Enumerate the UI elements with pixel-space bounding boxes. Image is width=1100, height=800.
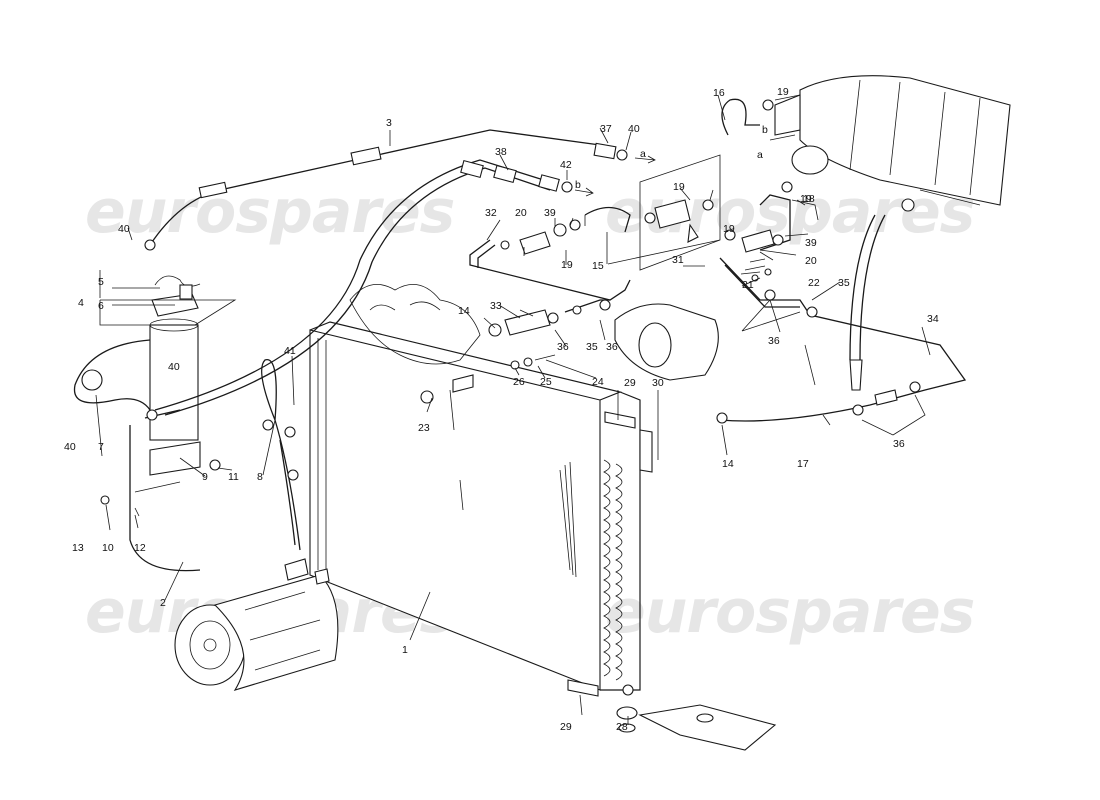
label-34: 34 xyxy=(927,313,939,325)
watermark-top-left: eurospares xyxy=(85,177,454,247)
label-21: 21 xyxy=(742,279,754,291)
thermostat-housing xyxy=(510,303,719,381)
label-39-left: 39 xyxy=(544,207,556,219)
label-14-lower: 14 xyxy=(722,458,734,470)
label-22: 22 xyxy=(808,277,820,289)
label-12: 12 xyxy=(134,542,146,554)
label-25: 25 xyxy=(540,376,552,388)
label-a-right: a xyxy=(757,149,763,161)
label-9: 9 xyxy=(202,471,208,483)
label-36-left: 36 xyxy=(557,341,569,353)
label-19-lower: 19 xyxy=(723,223,735,235)
label-40-left: 40 xyxy=(118,223,130,235)
leader-lines xyxy=(95,94,931,725)
label-35-right: 35 xyxy=(838,277,850,289)
label-20-left: 20 xyxy=(515,207,527,219)
label-36-lower: 36 xyxy=(893,438,905,450)
condenser xyxy=(309,321,653,697)
label-29-lower: 29 xyxy=(560,721,572,733)
label-15: 15 xyxy=(592,260,604,272)
label-17: 17 xyxy=(797,458,809,470)
label-10: 10 xyxy=(102,542,114,554)
label-37: 37 xyxy=(600,123,612,135)
label-19-valve: 19 xyxy=(673,181,685,193)
label-7: 7 xyxy=(98,441,104,453)
label-19-mid: 19 xyxy=(561,259,573,271)
label-5: 5 xyxy=(98,276,104,288)
part-labels: 1 2 3 4 5 6 7 8 9 10 11 12 13 14 14 15 1… xyxy=(64,86,939,733)
label-36-right: 36 xyxy=(768,335,780,347)
label-4: 4 xyxy=(78,297,84,309)
label-16: 16 xyxy=(713,87,725,99)
engine-outline xyxy=(349,283,481,365)
label-42: 42 xyxy=(560,159,572,171)
line-3 xyxy=(144,129,601,251)
label-32: 32 xyxy=(485,207,497,219)
label-19-right: 19 xyxy=(800,193,812,205)
suction-hose xyxy=(154,159,573,416)
label-33: 33 xyxy=(490,300,502,312)
water-valve-assembly xyxy=(500,94,801,271)
label-18: 18 xyxy=(803,193,815,205)
watermark-bottom-right: eurospares xyxy=(605,577,974,647)
label-a-top: a xyxy=(640,148,646,160)
label-b-right: b xyxy=(762,124,768,136)
label-40-top: 40 xyxy=(628,123,640,135)
label-31: 31 xyxy=(672,254,684,266)
label-35-left: 35 xyxy=(586,341,598,353)
water-pipe-32 xyxy=(469,239,631,337)
mount-bracket xyxy=(616,704,777,751)
label-14-upper: 14 xyxy=(458,305,470,317)
label-6: 6 xyxy=(98,300,104,312)
label-40-lower: 40 xyxy=(64,441,76,453)
label-39-right: 39 xyxy=(805,237,817,249)
label-23: 23 xyxy=(418,422,430,434)
label-1: 1 xyxy=(402,644,408,656)
label-2: 2 xyxy=(160,597,166,609)
label-28: 28 xyxy=(616,721,628,733)
label-20-right: 20 xyxy=(805,255,817,267)
label-30: 30 xyxy=(652,377,664,389)
label-13: 13 xyxy=(72,542,84,554)
label-26: 26 xyxy=(513,376,525,388)
label-24: 24 xyxy=(592,376,604,388)
label-3: 3 xyxy=(386,117,392,129)
label-36-mid: 36 xyxy=(606,341,618,353)
label-11: 11 xyxy=(228,471,239,483)
hose-discharge xyxy=(261,359,301,551)
compressor xyxy=(174,558,339,691)
evaporator-unit xyxy=(774,75,1011,206)
label-29-upper: 29 xyxy=(624,377,636,389)
label-19-top: 19 xyxy=(777,86,789,98)
heater-pipes xyxy=(716,181,967,424)
label-8: 8 xyxy=(257,471,263,483)
label-40-drier: 40 xyxy=(168,361,180,373)
label-b-left: b xyxy=(575,179,581,191)
label-41: 41 xyxy=(284,345,296,357)
connectors-top xyxy=(574,142,656,197)
label-38: 38 xyxy=(495,146,507,158)
receiver-drier xyxy=(73,275,221,572)
